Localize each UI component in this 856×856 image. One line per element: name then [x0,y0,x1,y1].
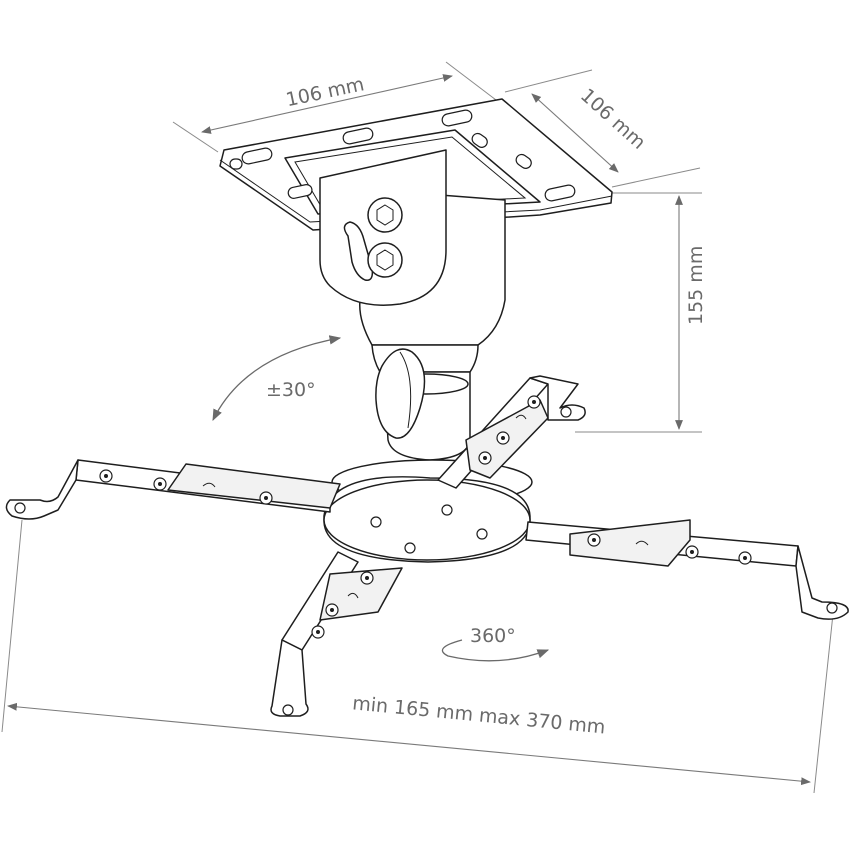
rotation-arrow [441,639,550,662]
arm-right [525,519,849,620]
tilt-bracket [319,149,506,373]
tilt-knob [375,348,426,439]
tilt-label: ±30° [266,379,316,401]
mounting-slot-holes [229,109,576,202]
span-dimension [7,702,811,786]
swivel-column [375,348,471,461]
arm-front [270,551,403,717]
plate-width-dimension [201,74,453,134]
span-label: min 165 mm max 370 mm [351,692,606,738]
hub [323,459,533,563]
arm-left [5,459,341,520]
height-label: 155 mm [685,246,707,325]
dimension-lines [1,61,834,794]
arm-back [437,375,586,489]
plate-width-label: 106 mm [284,73,366,111]
tilt-bolts [367,197,403,278]
tilt-arrow [212,335,342,422]
rotation-label: 360° [470,625,516,647]
plate-depth-dimension [531,93,619,173]
